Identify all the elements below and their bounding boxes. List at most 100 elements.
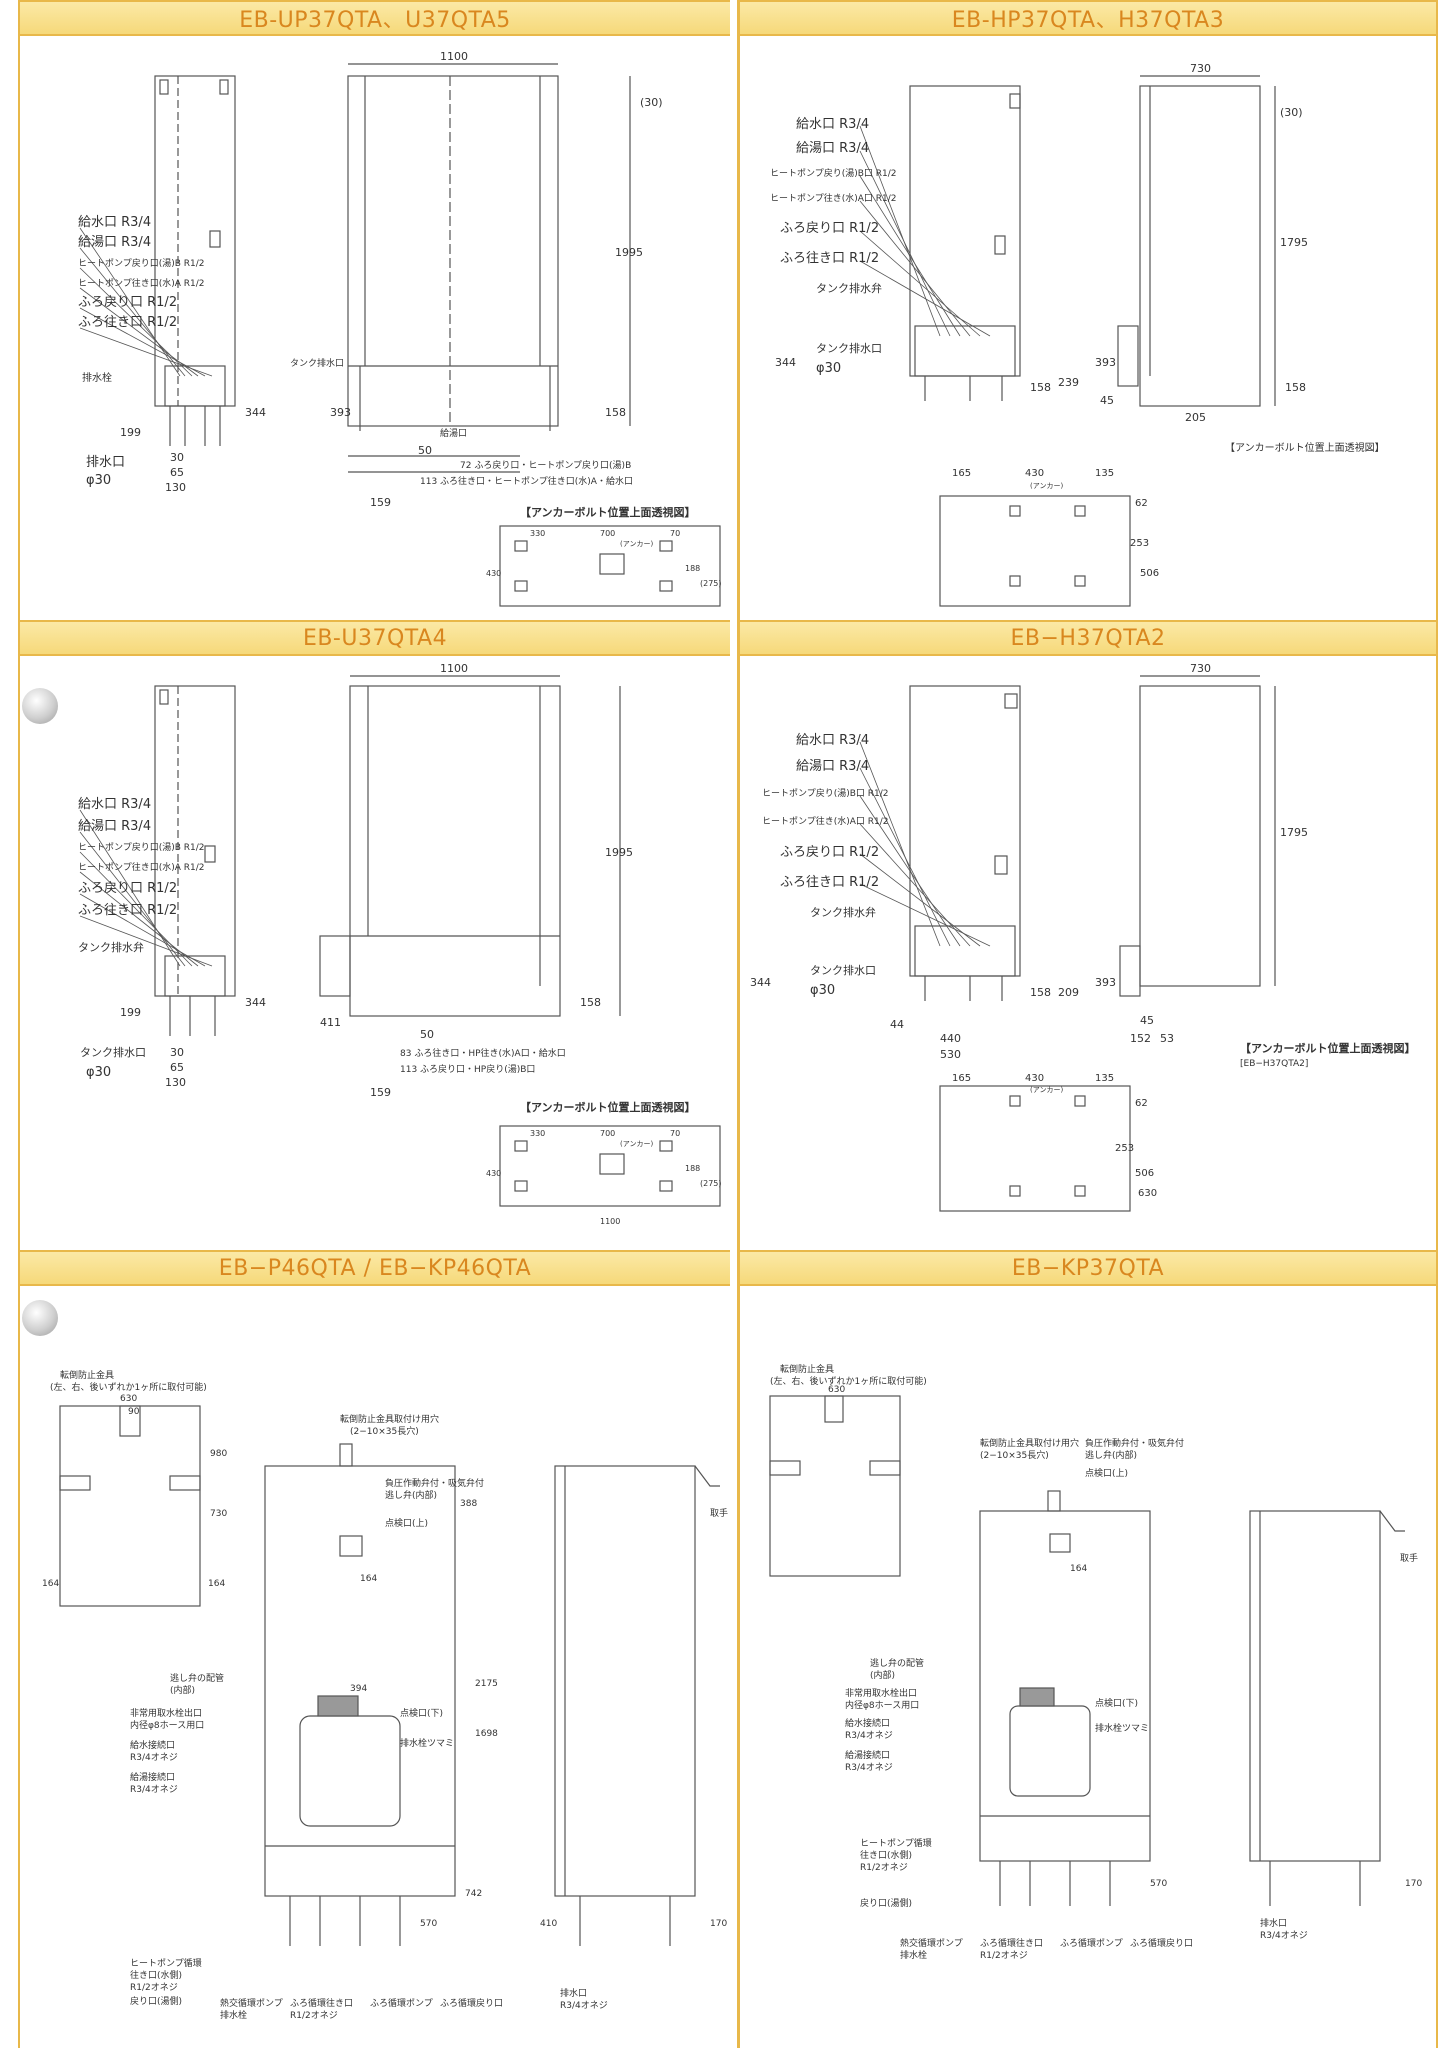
dim: 530 <box>940 1048 961 1061</box>
label-outlet: タンク排水口 <box>810 963 876 977</box>
callout: 転倒防止金具取付け用穴 <box>980 1437 1079 1449</box>
dim: (275) <box>700 579 722 588</box>
dim: 70 <box>670 1129 680 1138</box>
label-bath-return: ふろ戻り口 R1/2 <box>78 881 177 896</box>
front-view-tank <box>264 1465 456 1897</box>
dim: 388 <box>460 1499 477 1509</box>
dim: 411 <box>320 1016 341 1029</box>
panel-2-title: EB-HP37QTA、H37QTA3 <box>951 8 1225 33</box>
dim: 630 <box>1138 1188 1157 1199</box>
label-drain: 排水栓 <box>82 371 112 384</box>
callout: 逃し弁(内部) <box>385 1489 437 1501</box>
label-drain: タンク排水弁 <box>78 940 144 954</box>
page-frame <box>18 0 1438 2048</box>
callout: 排水栓ツマミ <box>400 1737 454 1749</box>
dim: 1795 <box>1280 826 1308 839</box>
label-drain-valve: タンク排水弁 <box>810 905 876 919</box>
callout: ふろ循環ポンプ <box>1060 1937 1123 1949</box>
callout: 転倒防止金具 <box>60 1369 114 1381</box>
callout: ふろ循環往き口 <box>290 1997 353 2009</box>
dim: 45 <box>1140 1014 1154 1027</box>
dim: (アンカー) <box>620 540 653 548</box>
label-bath-return: ふろ戻り口 R1/2 <box>78 295 177 310</box>
callout: R1/2オネジ <box>860 1862 908 1873</box>
dim: 50 <box>420 1028 434 1041</box>
dim: 164 <box>42 1579 59 1589</box>
dim: 700 <box>600 529 615 538</box>
dim: 158 <box>1285 381 1306 394</box>
dim: 430 <box>486 569 501 578</box>
dim: 730 <box>210 1509 227 1519</box>
side-label: 83 ふろ往き口・HP往き(水)A口・給水口 <box>400 1047 566 1059</box>
dim: 50 <box>418 444 432 457</box>
anchor-title: 【アンカーボルト位置上面透視図】 <box>1225 441 1385 454</box>
panel-5-title-band: EB−P46QTA / EB−KP46QTA <box>20 1250 730 1286</box>
anchor-plan <box>939 1085 1131 1212</box>
dim: 158 <box>605 406 626 419</box>
dim: 164 <box>360 1574 377 1584</box>
callout: (左、右、後いずれか1ヶ所に取付可能) <box>50 1381 207 1393</box>
callout: R3/4オネジ <box>845 1730 893 1741</box>
dim: 430 <box>486 1169 501 1178</box>
label-water-in: 給水口 R3/4 <box>796 117 869 132</box>
label-outlet-size: φ30 <box>86 1065 111 1080</box>
dim: 62 <box>1135 498 1148 509</box>
anchor-title: 【アンカーボルト位置上面透視図】 <box>1240 1041 1416 1055</box>
dim: 239 <box>1058 376 1079 389</box>
dim: 506 <box>1140 568 1159 579</box>
dim: 158 <box>1030 381 1051 394</box>
dim: 165 <box>952 468 971 479</box>
dim: 90 <box>128 1407 140 1417</box>
callout: 点検口(下) <box>400 1707 443 1719</box>
dim: 164 <box>1070 1564 1087 1574</box>
dim: 393 <box>330 406 351 419</box>
dim: 164 <box>208 1579 225 1589</box>
callout: 排水口 <box>560 1987 587 1999</box>
panel-5-drawing: 転倒防止金具 (左、右、後いずれか1ヶ所に取付可能) 転倒防止金具取付け用穴 (… <box>42 1369 728 2021</box>
callout: 非常用取水栓出口 <box>845 1687 917 1699</box>
dim: 344 <box>245 996 266 1009</box>
panel-4-drawing: 給水口 R3/4 給湯口 R3/4 ヒートポンプ戻り(湯)B口 R1/2 ヒート… <box>750 662 1416 1212</box>
side-label: 113 ふろ往き口・ヒートポンプ往き口(水)A・給水口 <box>420 475 633 487</box>
callout: 転倒防止金具 <box>780 1363 834 1375</box>
dim: 393 <box>1095 976 1116 989</box>
dim: 159 <box>370 1086 391 1099</box>
dim: 130 <box>165 481 186 494</box>
dim: 1100 <box>600 1217 620 1226</box>
label-bath-return: ふろ戻り口 R1/2 <box>780 221 879 236</box>
side-label: 72 ふろ戻り口・ヒートポンプ戻り口(湯)B <box>460 459 631 471</box>
bullet-icon <box>22 1300 58 1336</box>
label-water-in: 給水口 R3/4 <box>78 215 151 230</box>
dim: 1100 <box>440 662 468 675</box>
dim: 570 <box>420 1919 437 1929</box>
panel-4-title: EB−H37QTA2 <box>1010 625 1166 651</box>
dim: 980 <box>210 1449 227 1459</box>
callout: 給湯接続口 <box>845 1749 890 1761</box>
dim: 199 <box>120 1006 141 1019</box>
anchor-title: 【アンカーボルト位置上面透視図】 <box>520 1100 696 1114</box>
dim: 730 <box>1190 62 1211 75</box>
side-view-tank <box>347 75 559 427</box>
dim: 1100 <box>440 50 468 63</box>
side-label: 給湯口 <box>440 427 467 439</box>
callout: R3/4オネジ <box>130 1784 178 1795</box>
callout: (左、右、後いずれか1ヶ所に取付可能) <box>770 1375 927 1387</box>
callout: 非常用取水栓出口 <box>130 1707 202 1719</box>
callout: 取手 <box>710 1507 728 1519</box>
label-hot-out: 給湯口 R3/4 <box>78 235 151 250</box>
callout: 点検口(上) <box>385 1517 428 1529</box>
callout: R3/4オネジ <box>1260 1930 1308 1941</box>
callout: 逃し弁の配管 <box>170 1672 224 1684</box>
dim: 410 <box>540 1919 557 1929</box>
dim: 440 <box>940 1032 961 1045</box>
label-water-in: 給水口 R3/4 <box>796 733 869 748</box>
dim: 199 <box>120 426 141 439</box>
dim: (30) <box>640 96 663 109</box>
dim: 152 <box>1130 1032 1151 1045</box>
front-view-tank <box>909 685 1021 977</box>
callout: (内部) <box>170 1684 195 1696</box>
dim: 730 <box>1190 662 1211 675</box>
panel-4-title-band: EB−H37QTA2 <box>740 620 1436 656</box>
side-label: 113 ふろ戻り口・HP戻り(湯)B口 <box>400 1063 535 1075</box>
label-hp-return: ヒートポンプ戻り(湯)B口 R1/2 <box>770 167 897 179</box>
